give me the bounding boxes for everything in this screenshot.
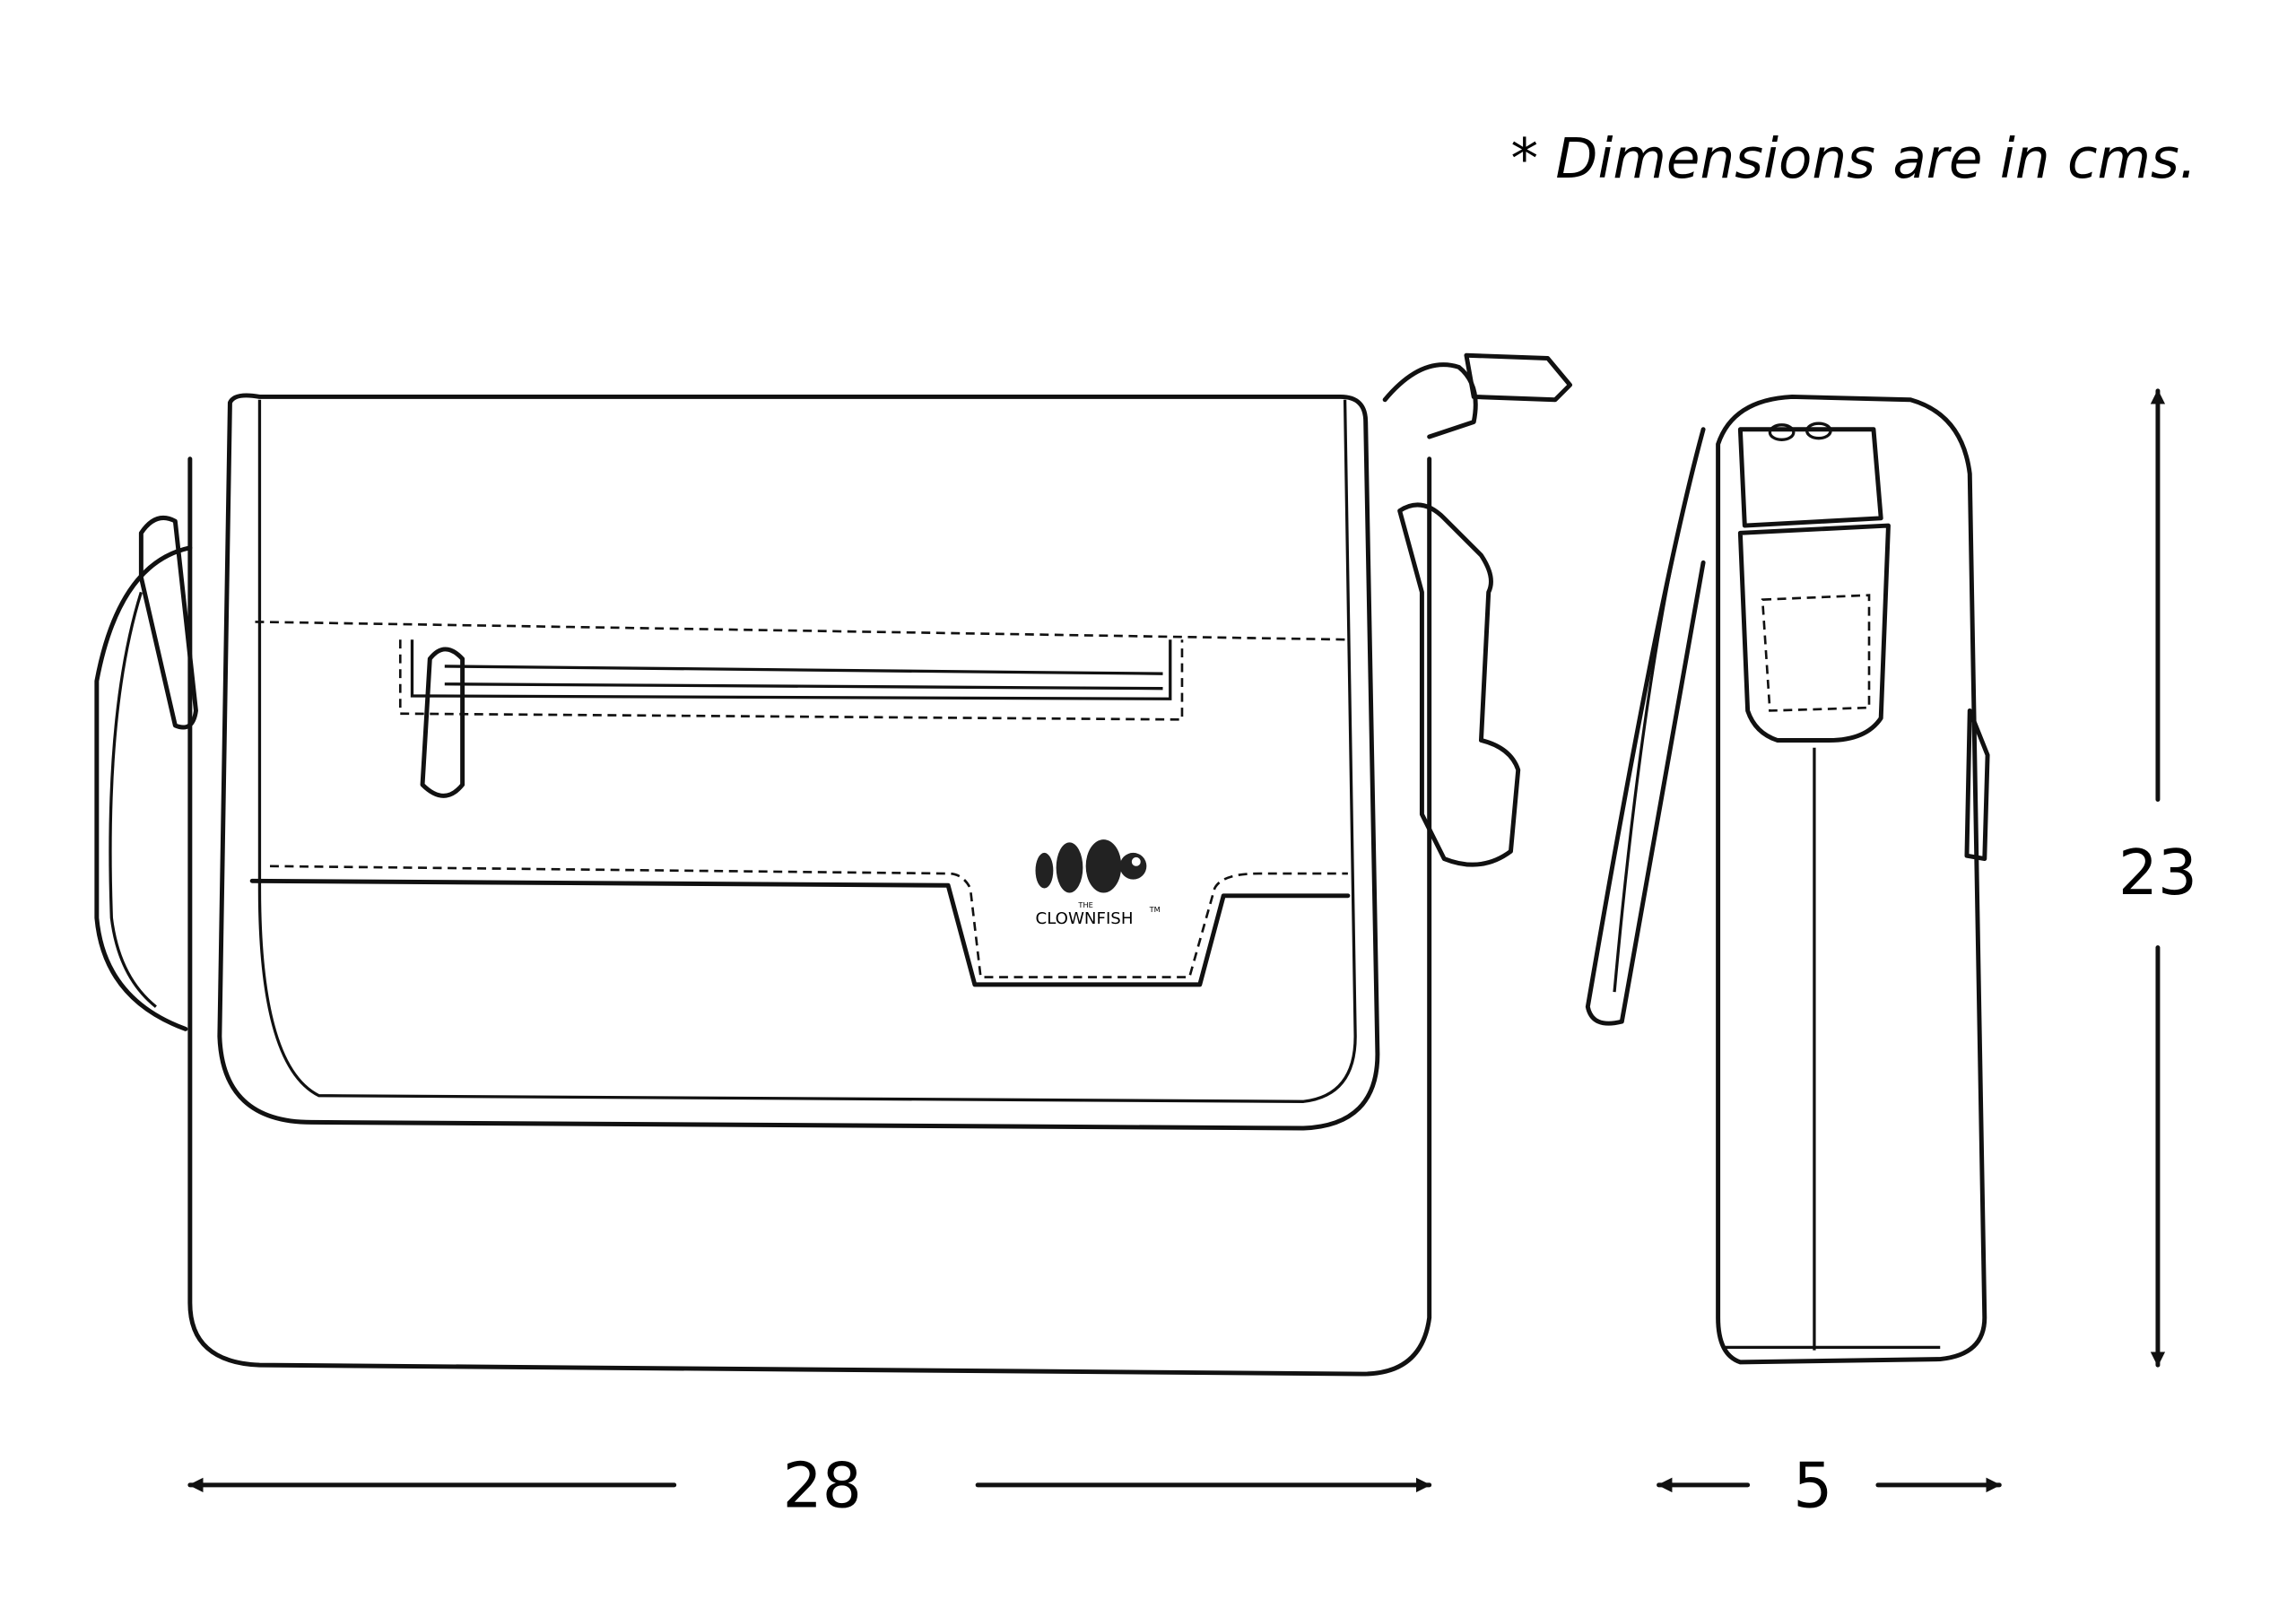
right-strap-loop — [1397, 502, 1521, 867]
right-strap — [1382, 362, 1478, 439]
clownfish-logo: THE CLOWNFISH TM — [1035, 839, 1161, 928]
side-body — [1716, 394, 1987, 1365]
zipper-pull — [420, 647, 465, 798]
left-strap-loop — [138, 516, 198, 730]
side-pocket — [1737, 523, 1891, 743]
strap-tab — [1464, 352, 1572, 403]
logo-trademark: TM — [1149, 905, 1161, 914]
front-view: THE CLOWNFISH TM 28 — [94, 352, 1572, 1523]
left-gusset — [94, 545, 193, 1031]
dimensions-note: * Dimensions are in cms. — [1510, 127, 2196, 191]
side-view: 5 23 — [1585, 388, 2197, 1523]
side-tab — [1737, 427, 1883, 528]
flap — [217, 393, 1380, 1131]
width-value: 28 — [783, 1451, 862, 1523]
zipper-pocket — [410, 639, 1172, 700]
depth-value: 5 — [1793, 1451, 1832, 1523]
logo-prefix: THE — [1077, 900, 1092, 909]
logo-brand: CLOWNFISH — [1036, 909, 1134, 928]
height-value: 23 — [2118, 838, 2197, 909]
bag-body — [187, 456, 1432, 1377]
side-zipper-pull — [1964, 708, 1990, 862]
